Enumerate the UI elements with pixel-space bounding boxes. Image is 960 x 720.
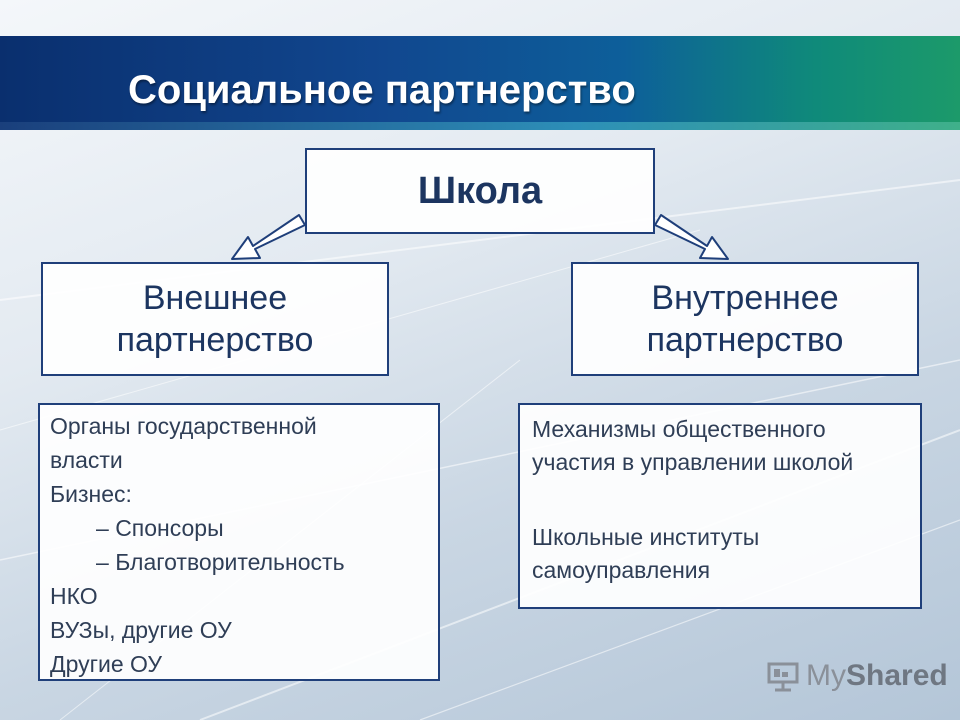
list-subitem: Благотворительность: [50, 545, 428, 579]
branch-node-internal: Внутреннее партнерство: [571, 262, 919, 376]
list-item: Органы государственной: [50, 413, 317, 439]
branch-node-external: Внешнее партнерство: [41, 262, 389, 376]
arrow-to-internal: [654, 214, 729, 260]
arrow-to-external: [231, 214, 306, 260]
branch-label-internal: Внутреннее партнерство: [646, 279, 844, 359]
list-item: Механизмы общественного участия в управл…: [532, 416, 854, 475]
slide-title: Социальное партнерство: [128, 68, 636, 112]
internal-partners-list: Механизмы общественного участия в управл…: [518, 403, 922, 609]
list-item: Бизнес:: [50, 481, 132, 507]
root-node-label: Школа: [417, 169, 543, 212]
list-item: Школьные институты самоуправления: [532, 524, 760, 583]
root-node-school: Школа: [305, 148, 655, 234]
external-partners-list: Органы государственной власти Бизнес: Сп…: [38, 403, 440, 681]
myshared-watermark: MyShared: [766, 654, 948, 698]
presentation-icon: [767, 662, 799, 692]
list-item: ВУЗы, другие ОУ: [50, 617, 232, 643]
title-band: [0, 36, 960, 128]
list-subitem: Спонсоры: [50, 511, 428, 545]
branch-label-external: Внешнее партнерство: [116, 279, 314, 359]
title-band-strip: [0, 122, 960, 130]
list-item: НКО: [50, 583, 98, 609]
list-item: Другие ОУ: [50, 651, 163, 677]
list-item: власти: [50, 447, 123, 473]
